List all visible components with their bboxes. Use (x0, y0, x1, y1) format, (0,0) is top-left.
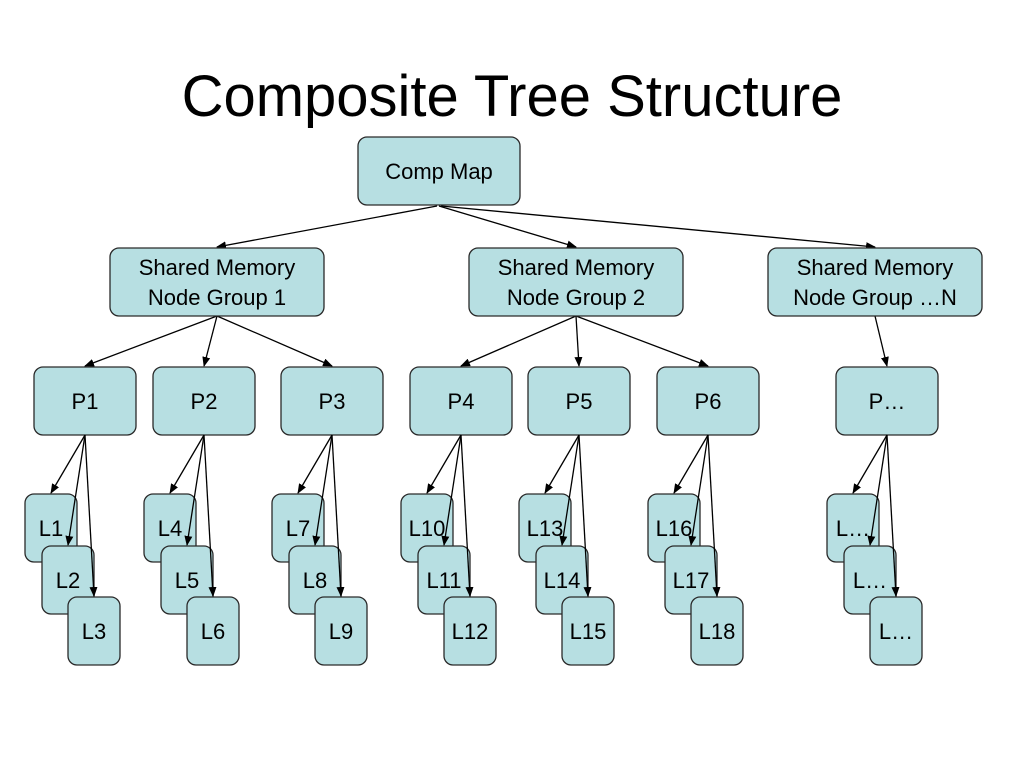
leaf-node-p5-3: L15 (561, 596, 615, 666)
processor-node-p4: P4 (409, 366, 513, 436)
leaf-node-p5-3-label: L15 (570, 619, 607, 644)
leaf-node-pN-3: L… (869, 596, 923, 666)
edge-p5-leaf-1 (544, 434, 580, 494)
processor-node-p5: P5 (527, 366, 631, 436)
processor-node-p2: P2 (152, 366, 256, 436)
leaf-node-p2-3-label: L6 (201, 619, 225, 644)
edge-p1-leaf-1 (50, 434, 86, 494)
edge-p6-leaf-1 (673, 434, 709, 494)
edge-gN-pN (874, 315, 889, 367)
leaf-node-p2-1-label: L4 (158, 516, 182, 541)
edge-p2-leaf-1 (169, 434, 205, 494)
processor-node-p3: P3 (280, 366, 384, 436)
edges-layer (84, 205, 889, 367)
leaf-node-p1-3: L3 (67, 596, 121, 666)
leaf-node-p3-3: L9 (314, 596, 368, 666)
edge-pN-leaf-3 (886, 434, 900, 597)
leaf-node-p5-1-label: L13 (527, 516, 564, 541)
edge-p2-leaf-3 (203, 434, 217, 597)
leaf-node-p1-1: L1 (24, 493, 78, 563)
leaf-node-p4-2-label: L11 (426, 568, 461, 593)
leaf-node-p6-3-label: L18 (699, 619, 736, 644)
leaf-node-pN-1: L… (826, 493, 880, 563)
leaf-node-pN-2-label: L… (853, 568, 887, 593)
edge-p5-leaf-3 (578, 434, 592, 597)
edge-root-g1 (216, 205, 438, 250)
edge-g1-p2 (202, 315, 218, 367)
leaf-node-p1-1-label: L1 (39, 516, 63, 541)
edge-p3-leaf-1 (297, 434, 333, 494)
edge-p6-leaf-2 (688, 434, 709, 546)
edge-g1-p3 (216, 315, 333, 367)
processor-node-p6: P6 (656, 366, 760, 436)
group-node-g1-label: Shared Memory (139, 255, 296, 280)
leaf-node-p5-2-label: L14 (544, 568, 581, 593)
edge-p3-leaf-3 (331, 434, 345, 597)
leaf-node-p6-1-label: L16 (656, 516, 693, 541)
edge-g2-p6 (575, 315, 709, 367)
leaf-node-p3-1: L7 (271, 493, 325, 563)
edge-pN-leaf-1 (852, 434, 888, 494)
edge-g1-p1 (84, 315, 218, 367)
leaf-node-p4-1-label: L10 (409, 516, 446, 541)
processor-node-p6-label: P6 (695, 389, 722, 414)
leaf-node-pN-3-label: L… (879, 619, 913, 644)
leaf-node-p6-1: L16 (647, 493, 701, 563)
group-node-gN-label: Node Group …N (793, 285, 957, 310)
edge-g2-p4 (460, 315, 577, 367)
processor-node-p1-label: P1 (72, 389, 99, 414)
edge-p6-leaf-3 (707, 434, 721, 597)
edge-p3-leaf-2 (312, 434, 333, 546)
edge-p1-leaf-3 (84, 434, 98, 597)
root-node-label: Comp Map (385, 159, 493, 184)
edge-p4-leaf-2 (441, 434, 462, 546)
group-node-gN-label: Shared Memory (797, 255, 954, 280)
edge-g2-p5 (574, 315, 583, 367)
edge-p4-leaf-1 (426, 434, 462, 494)
processor-node-pN-label: P… (869, 389, 906, 414)
leaf-node-pN-1-label: L… (836, 516, 870, 541)
processor-node-p2-label: P2 (191, 389, 218, 414)
group-node-g2-label: Shared Memory (498, 255, 655, 280)
leaf-node-p3-2-label: L8 (303, 568, 327, 593)
edge-p4-leaf-3 (460, 434, 474, 597)
edge-p5-leaf-2 (559, 434, 580, 546)
leaf-node-p4-1: L10 (400, 493, 454, 563)
group-node-g2-label: Node Group 2 (507, 285, 645, 310)
leaf-node-p6-3: L18 (690, 596, 744, 666)
processor-node-pN: P… (835, 366, 939, 436)
page-title: Composite Tree Structure (181, 64, 843, 129)
processor-node-p5-label: P5 (566, 389, 593, 414)
root-node: Comp Map (357, 136, 521, 206)
leaf-node-p3-3-label: L9 (329, 619, 353, 644)
leaf-node-p2-3: L6 (186, 596, 240, 666)
leaf-node-p2-1: L4 (143, 493, 197, 563)
leaf-node-p6-2-label: L17 (673, 568, 710, 593)
processor-node-p1: P1 (33, 366, 137, 436)
edge-root-g2 (438, 205, 577, 249)
group-node-g1-label: Node Group 1 (148, 285, 286, 310)
leaf-node-p2-2-label: L5 (175, 568, 199, 593)
leaf-node-p3-1-label: L7 (286, 516, 310, 541)
edge-root-gN (440, 205, 876, 251)
processor-node-p3-label: P3 (319, 389, 346, 414)
leaf-node-p1-3-label: L3 (82, 619, 106, 644)
edge-p2-leaf-2 (184, 434, 205, 546)
leaf-node-p4-3-label: L12 (452, 619, 489, 644)
edge-pN-leaf-2 (867, 434, 888, 546)
leaf-node-p4-3: L12 (443, 596, 497, 666)
edge-p1-leaf-2 (65, 434, 86, 546)
leaf-node-p1-2-label: L2 (56, 568, 80, 593)
processor-node-p4-label: P4 (448, 389, 475, 414)
